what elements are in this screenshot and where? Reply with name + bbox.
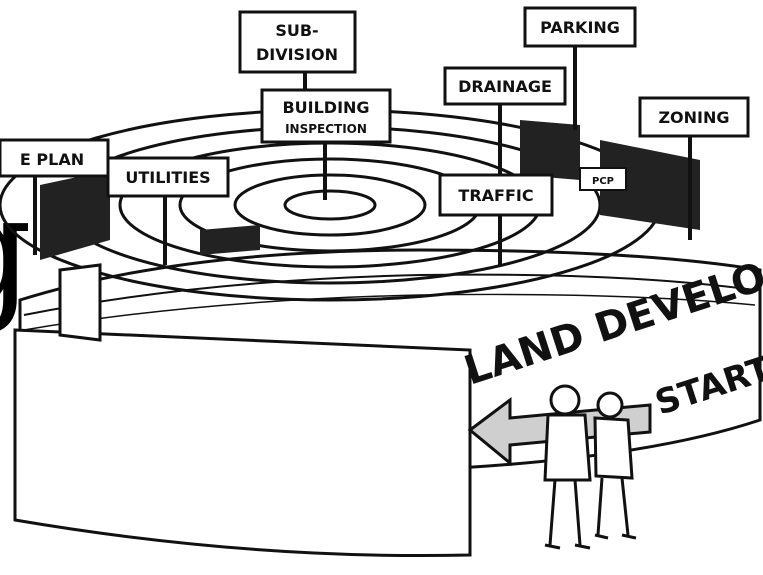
sign-building-line1: BUILDING	[282, 98, 369, 117]
sign-drainage: DRAINAGE	[443, 66, 567, 106]
sign-drainage-label: DRAINAGE	[458, 77, 552, 96]
sign-parking-label: PARKING	[540, 18, 620, 37]
sign-posts	[33, 45, 692, 265]
sign-small-label: PCP	[592, 176, 614, 187]
sign-utilities-label: UTILITIES	[125, 168, 210, 187]
sign-zoning: ZONING	[638, 96, 750, 138]
sign-plan-label: E PLAN	[20, 150, 84, 169]
maze-wall-shading	[40, 120, 700, 260]
people	[543, 384, 637, 550]
sign-subdivision-line2: DIVISION	[256, 45, 338, 64]
sign-building-line2: INSPECTION	[285, 122, 367, 136]
sign-plan: E PLAN	[0, 138, 110, 178]
maze-front-panel	[13, 263, 472, 558]
sign-utilities: UTILITIES	[106, 156, 230, 198]
sign-small: PCP	[579, 167, 627, 191]
sign-parking: PARKING	[523, 6, 637, 48]
sign-traffic: TRAFFIC	[438, 173, 554, 217]
sign-traffic-label: TRAFFIC	[458, 186, 533, 205]
sign-subdivision: SUB- DIVISION	[238, 10, 357, 74]
sign-building-inspection: BUILDING INSPECTION	[260, 88, 392, 144]
sign-zoning-label: ZONING	[658, 108, 729, 127]
sign-subdivision-line1: SUB-	[275, 21, 318, 40]
